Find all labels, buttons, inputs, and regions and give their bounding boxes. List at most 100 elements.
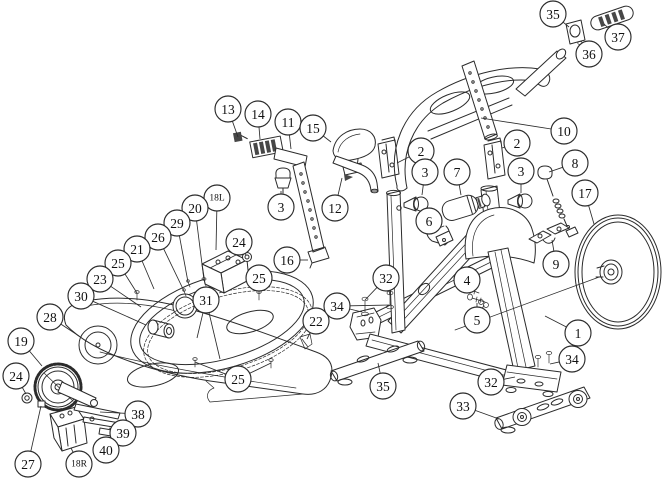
svg-text:24: 24 — [9, 369, 23, 384]
svg-text:27: 27 — [21, 457, 35, 472]
svg-text:25: 25 — [252, 271, 266, 286]
svg-text:32: 32 — [484, 375, 498, 390]
frame-shroud — [464, 207, 536, 264]
callout-7: 7 — [443, 158, 471, 196]
svg-text:10: 10 — [557, 124, 571, 139]
svg-text:38: 38 — [131, 407, 145, 422]
callout-37: 37 — [603, 23, 632, 51]
svg-text:14: 14 — [251, 107, 265, 122]
seat-assembly — [232, 128, 379, 269]
brake-assembly — [528, 222, 579, 244]
crank-washer — [21, 392, 33, 404]
callout-30: 30 — [67, 282, 147, 326]
callout-40: 40 — [92, 436, 120, 464]
transport-wheel — [512, 408, 532, 426]
callout-28: 28 — [36, 303, 80, 337]
callout-12: 12 — [321, 177, 349, 222]
callout-22: 22 — [302, 307, 330, 340]
rear-stabilizer — [329, 340, 426, 386]
callout-34: 34 — [549, 345, 586, 373]
svg-text:26: 26 — [151, 230, 165, 245]
callout-2: 2 — [501, 129, 531, 157]
callout-33: 33 — [449, 392, 500, 420]
grip-clamp — [565, 19, 586, 45]
callout-23: 23 — [86, 265, 142, 308]
svg-text:34: 34 — [565, 352, 579, 367]
callout-15: 15 — [299, 114, 332, 143]
right-pedal — [49, 406, 88, 452]
crank-axle — [147, 319, 175, 339]
callout-20: 20 — [181, 194, 209, 281]
callout-36: 36 — [575, 40, 603, 68]
callout-8: 8 — [548, 149, 589, 177]
callout-35: 35 — [539, 0, 570, 28]
handlebar-grip-tube — [515, 50, 567, 97]
callout-35: 35 — [369, 362, 397, 400]
svg-text:11: 11 — [282, 115, 295, 130]
svg-text:28: 28 — [43, 310, 57, 325]
callout-39: 39 — [108, 419, 137, 447]
svg-text:36: 36 — [582, 47, 596, 62]
callout-27: 27 — [14, 405, 42, 478]
svg-text:35: 35 — [376, 379, 390, 394]
svg-text:12: 12 — [328, 201, 342, 216]
svg-text:4: 4 — [464, 273, 471, 288]
svg-text:25: 25 — [231, 372, 245, 387]
svg-text:3: 3 — [518, 164, 525, 179]
svg-text:3: 3 — [278, 200, 285, 215]
callout-29: 29 — [163, 209, 191, 283]
callout-26: 26 — [144, 223, 185, 292]
seat-mast-clamp — [377, 136, 400, 179]
callout-24: 24 — [225, 228, 253, 256]
callout-31: 31 — [192, 286, 221, 360]
svg-text:39: 39 — [116, 426, 130, 441]
callout-34: 34 — [323, 292, 390, 320]
chainwheel-and-crank — [21, 362, 98, 412]
svg-text:32: 32 — [379, 271, 393, 286]
crank-bolt — [37, 400, 46, 408]
svg-text:21: 21 — [130, 242, 144, 257]
svg-text:40: 40 — [99, 443, 113, 458]
callout-5: 5 — [463, 303, 491, 334]
callout-38: 38 — [99, 400, 152, 428]
seat-pop-pin — [275, 167, 291, 179]
svg-text:9: 9 — [553, 257, 560, 272]
svg-text:3: 3 — [422, 165, 429, 180]
callout-14: 14 — [244, 100, 272, 140]
callout-17: 17 — [571, 179, 599, 225]
svg-text:25: 25 — [111, 256, 125, 271]
callout-25: 25 — [194, 361, 272, 393]
callout-6: 6 — [415, 207, 443, 235]
svg-text:18L: 18L — [209, 194, 225, 204]
svg-text:23: 23 — [93, 272, 107, 287]
callout-16: 16 — [273, 246, 308, 274]
callout-19: 19 — [7, 327, 43, 367]
left-pedal — [201, 250, 252, 294]
svg-text:6: 6 — [426, 214, 433, 229]
svg-text:31: 31 — [199, 293, 213, 308]
callout-9: 9 — [542, 239, 570, 278]
callout-1: 1 — [544, 315, 592, 347]
svg-text:30: 30 — [74, 289, 88, 304]
handlebar-mast-clamp — [483, 137, 506, 180]
svg-text:24: 24 — [232, 235, 246, 250]
svg-text:5: 5 — [474, 313, 481, 328]
svg-text:2: 2 — [418, 144, 425, 159]
slider-pad — [307, 246, 330, 264]
callout-13: 13 — [214, 95, 242, 138]
frame — [349, 185, 562, 397]
svg-text:17: 17 — [578, 186, 592, 201]
svg-text:19: 19 — [14, 334, 28, 349]
svg-text:37: 37 — [611, 30, 625, 45]
callout-32: 32 — [364, 264, 400, 301]
callout-18L: 18L — [203, 184, 231, 251]
handlebar-adjust-knob — [507, 193, 533, 209]
water-bottle — [441, 193, 491, 221]
guard-clip — [299, 333, 313, 350]
svg-text:15: 15 — [306, 121, 320, 136]
callout-32: 32 — [477, 368, 516, 396]
callout-3: 3 — [267, 191, 295, 221]
svg-text:34: 34 — [330, 299, 344, 314]
